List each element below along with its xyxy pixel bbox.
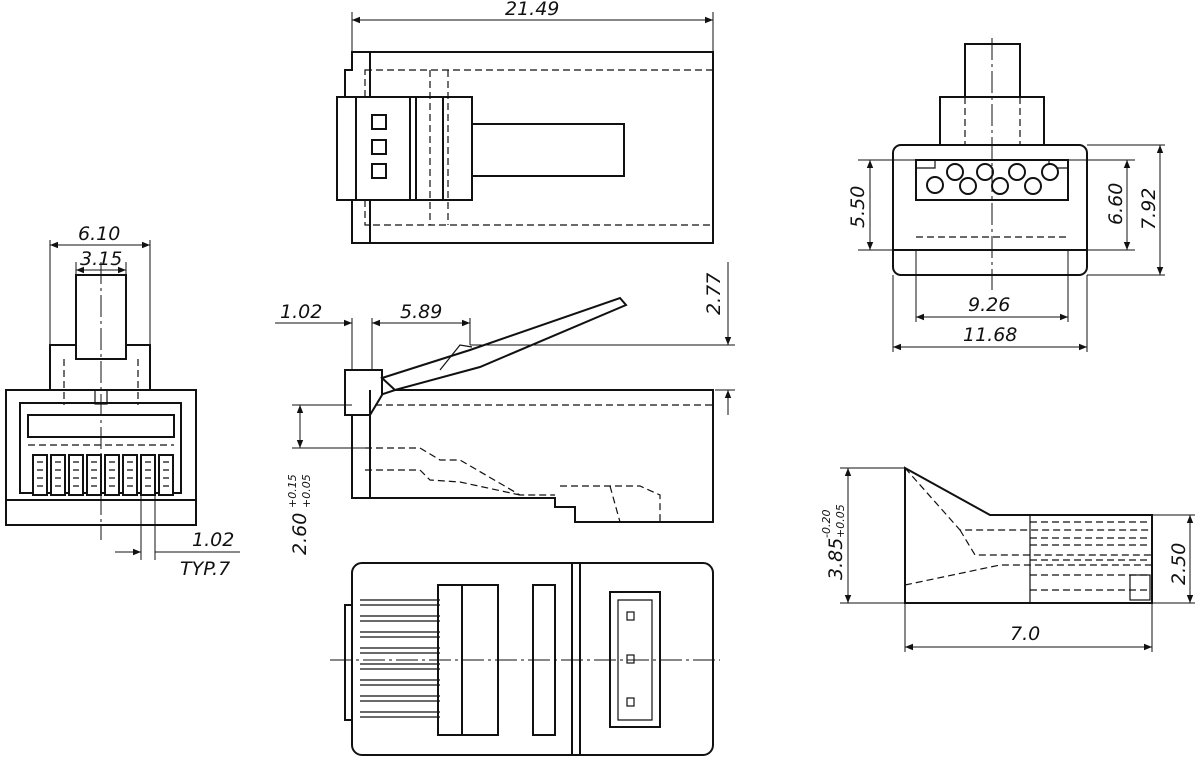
front-pins (32, 454, 174, 496)
dim-insert-length: 7.0 (1010, 623, 1040, 645)
tol-upper: +0.15 (286, 474, 299, 508)
insert-outline (904, 466, 1153, 604)
top-latch-lever (471, 123, 625, 177)
dim-outer-width: 11.68 (963, 324, 1017, 346)
dim-tab-thickness: 1.02 (280, 301, 322, 323)
end-body-outline (892, 144, 1088, 276)
dim-width-inner: 3.15 (80, 248, 122, 270)
side-body-outline (351, 389, 714, 523)
front-view: 6.10 3.15 1.02 TYP.7 (5, 223, 240, 580)
dim-width-outer: 6.10 (78, 223, 120, 245)
dim-pin-pitch: 1.02 (192, 529, 234, 551)
dim-overall-length: 21.49 (505, 0, 559, 20)
dim-insert-height: 3.85 (825, 538, 847, 580)
end-pin-holes (926, 163, 1059, 195)
dim-plug-height: 2.60 (289, 513, 311, 555)
insert-tol-upper: -0.20 (820, 510, 833, 538)
bottom-view (330, 562, 720, 756)
insert-view: 3.85 -0.20 +0.05 2.50 7.0 (820, 466, 1195, 652)
dim-overall-height: 7.92 (1138, 188, 1160, 230)
dim-tab-offset: 5.89 (400, 301, 442, 323)
dim-latch-height: 2.77 (703, 273, 725, 315)
end-view: 5.50 6.60 7.92 9.26 11.68 (847, 38, 1165, 352)
dim-inner-width: 9.26 (968, 294, 1010, 316)
pin-note: TYP.7 (180, 558, 230, 580)
top-latch (336, 96, 473, 201)
insert-tol-lower: +0.05 (834, 504, 847, 538)
top-view: 21.49 (336, 0, 714, 244)
tol-lower: +0.05 (300, 474, 313, 508)
dim-slot-height: 2.50 (1168, 543, 1190, 585)
dim-inner-height: 5.50 (847, 186, 869, 228)
dim-mid-height: 6.60 (1105, 183, 1127, 225)
bottom-contact-lines (360, 599, 440, 718)
side-view: 1.02 5.89 2.77 2.60 +0.15 +0.05 (275, 262, 735, 555)
